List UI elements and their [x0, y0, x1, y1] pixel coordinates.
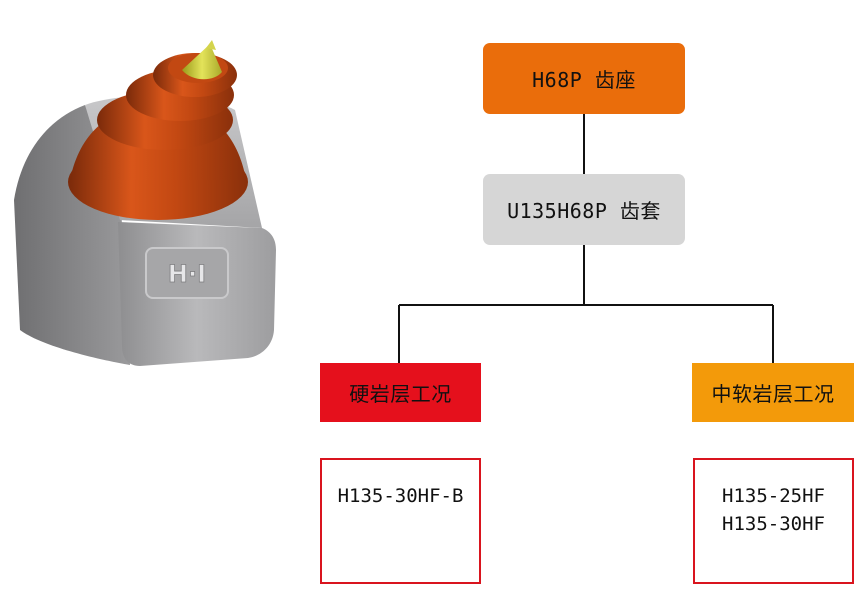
- tooth-sleeve: [68, 53, 248, 220]
- model-item: H135-30HF-B: [337, 485, 464, 507]
- hard-rock-models-box: H135-30HF-B: [320, 458, 481, 584]
- soft-rock-models-box: H135-25HF H135-30HF: [693, 458, 854, 584]
- holder-logo: H·I: [168, 260, 206, 288]
- node-soft-rock: 中软岩层工况: [692, 363, 854, 422]
- node-hard-rock: 硬岩层工况: [320, 363, 481, 422]
- node-tooth-holder-label: H68P 齿座: [532, 68, 636, 92]
- node-soft-rock-label: 中软岩层工况: [711, 382, 835, 406]
- node-tooth-holder: H68P 齿座: [483, 43, 685, 114]
- connectors: [398, 114, 774, 363]
- node-hard-rock-label: 硬岩层工况: [349, 382, 452, 406]
- model-item: H135-30HF: [722, 513, 825, 535]
- node-tooth-sleeve-label: U135H68P 齿套: [507, 199, 661, 223]
- tooth-tip: [182, 40, 222, 80]
- cutter-tooth-holder-icon: H·I: [14, 40, 276, 366]
- node-tooth-sleeve: U135H68P 齿套: [483, 174, 685, 245]
- model-item: H135-25HF: [722, 485, 825, 507]
